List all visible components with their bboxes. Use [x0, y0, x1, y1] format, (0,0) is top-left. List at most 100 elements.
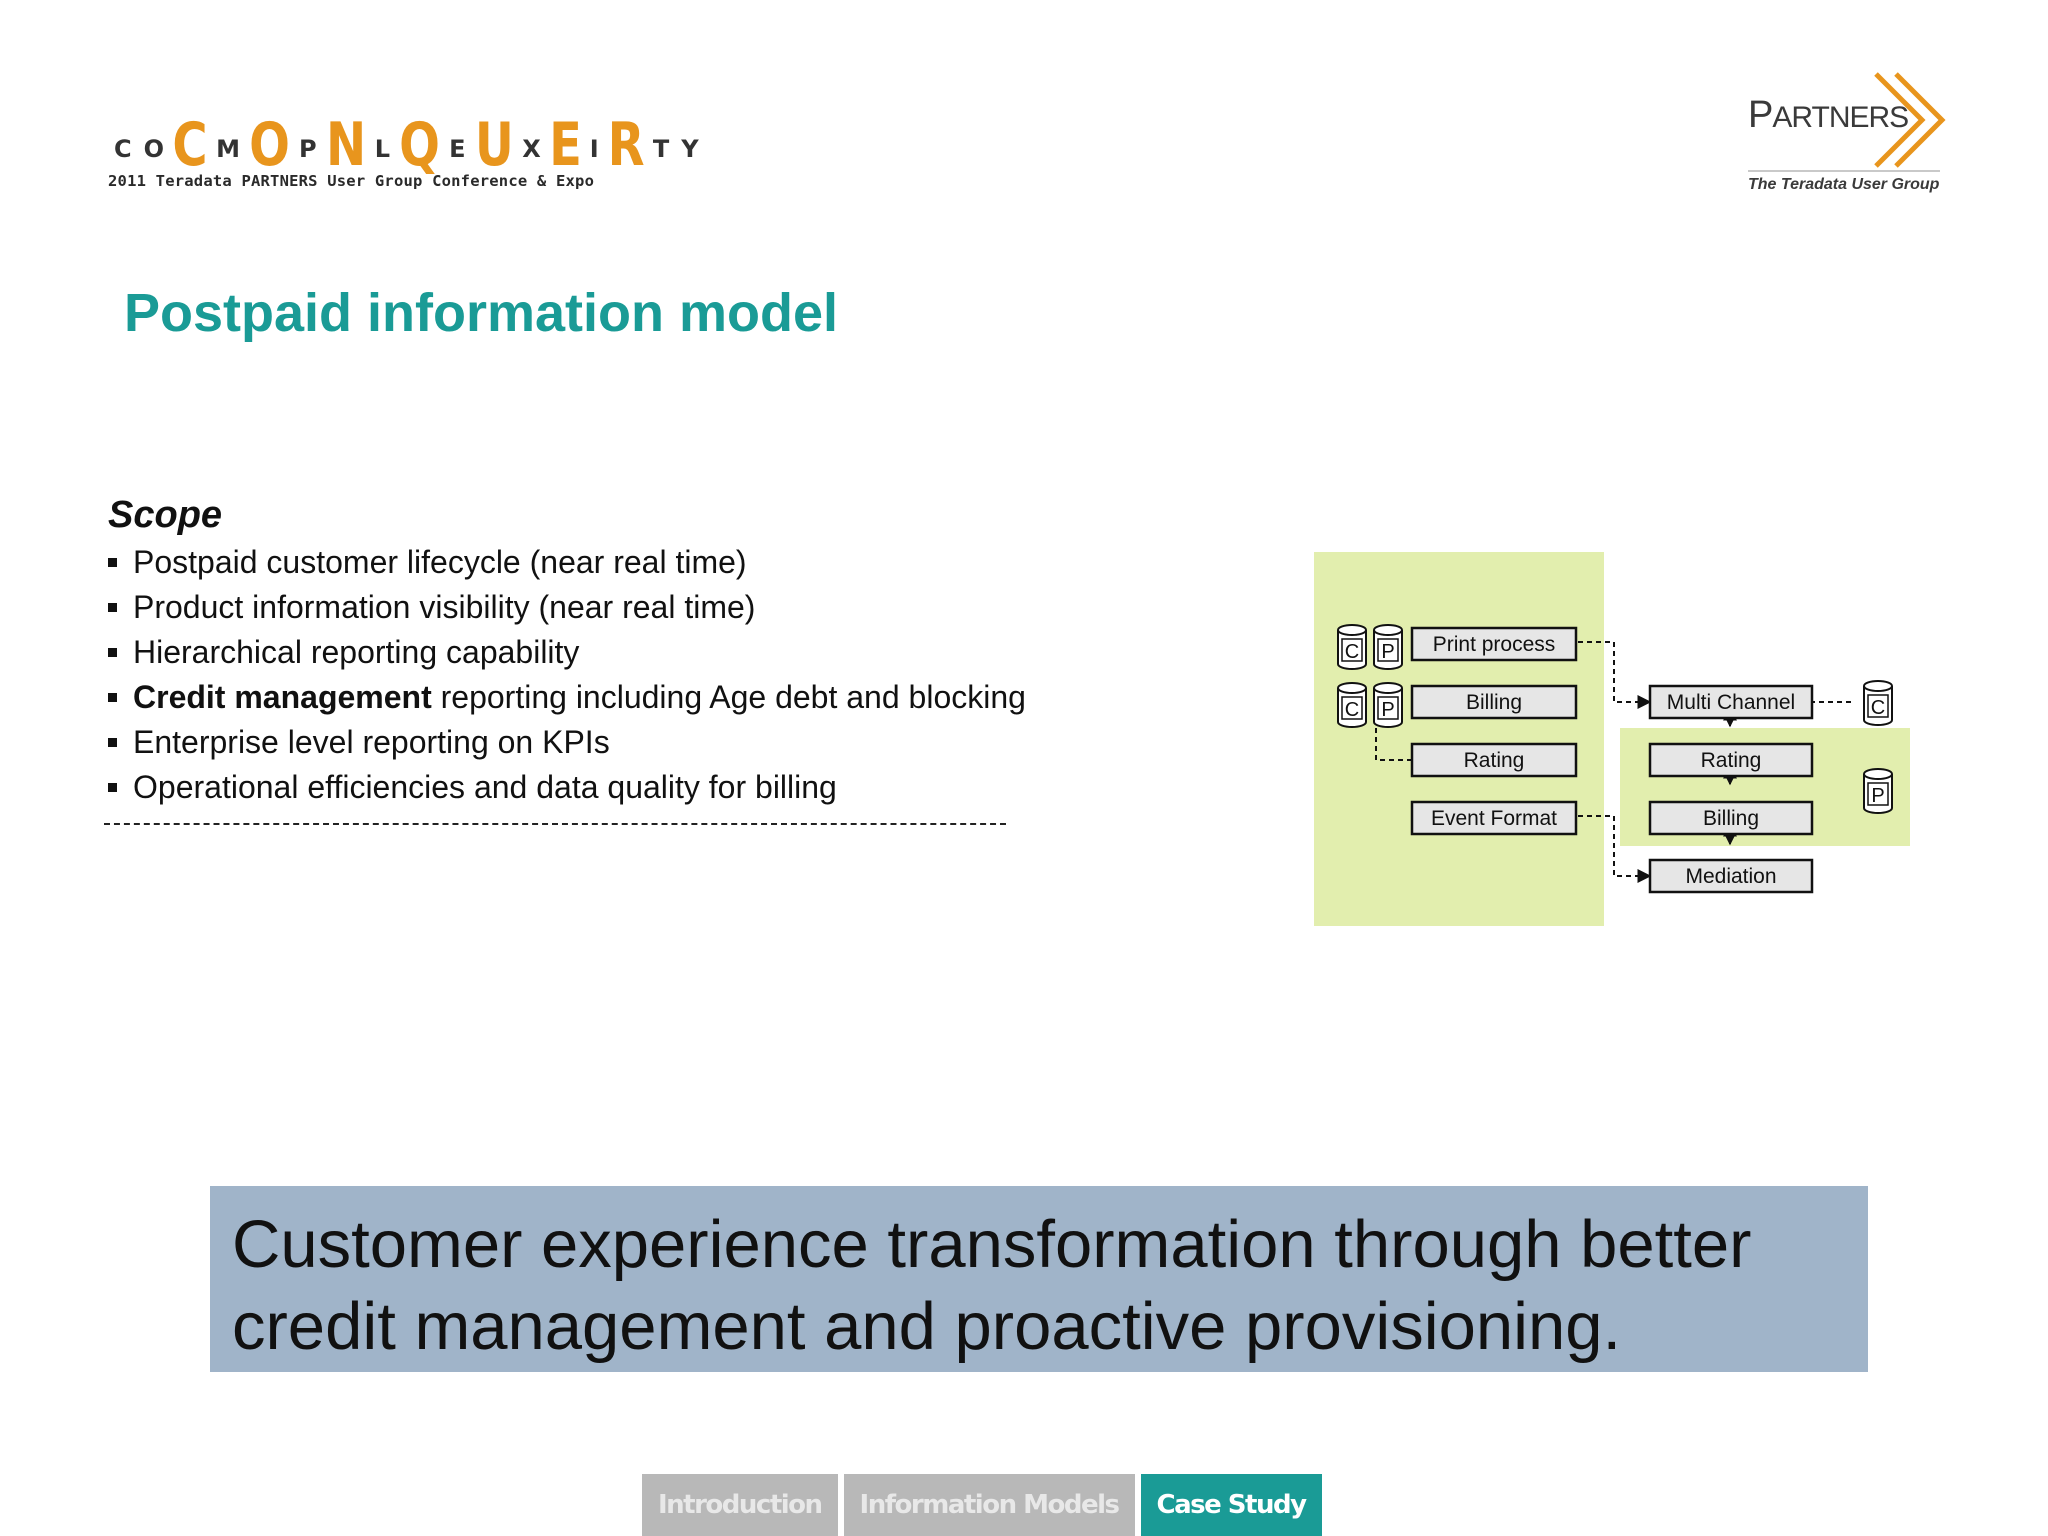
database-label: C: [1345, 699, 1359, 721]
database-top: [1373, 682, 1403, 694]
bullet-icon: [108, 783, 117, 792]
bullet-icon: [108, 738, 117, 747]
logo-letter: M: [216, 135, 240, 163]
scope-item-rest: Hierarchical reporting capability: [133, 634, 580, 670]
left-box-label: Rating: [1464, 749, 1525, 772]
left-box-label: Billing: [1466, 691, 1522, 714]
database-label: P: [1381, 699, 1394, 721]
logo-letter: R: [607, 110, 645, 180]
banner-line-2: credit management and proactive provisio…: [232, 1289, 1622, 1364]
logo-letter: X: [522, 135, 541, 163]
database-label-box: [1341, 696, 1363, 720]
left-panel: [1314, 552, 1604, 926]
partners-logo-divider: [1748, 170, 1940, 172]
scope-item-rest: Enterprise level reporting on KPIs: [133, 724, 610, 760]
conference-logo-subtitle: 2011 Teradata PARTNERS User Group Confer…: [108, 172, 595, 190]
database-icon: P: [1373, 682, 1403, 728]
logo-letter: E: [548, 110, 582, 180]
left-box: Event Format: [1410, 800, 1578, 836]
scope-item-rest: reporting including Age debt and blockin…: [431, 679, 1026, 715]
database-label: C: [1871, 697, 1885, 719]
database-label-box: [1867, 782, 1889, 806]
left-box: Billing: [1410, 684, 1578, 720]
right-box: Rating: [1648, 742, 1814, 778]
nav-tab-introduction[interactable]: Introduction: [642, 1474, 838, 1536]
bullet-icon: [108, 603, 117, 612]
dashed-db-to-rating: [1375, 728, 1412, 761]
summary-banner: Customer experience transformation throu…: [210, 1186, 1868, 1372]
right-box-rect: [1648, 858, 1814, 894]
bullet-icon: [108, 558, 117, 567]
logo-letter: Q: [399, 110, 441, 180]
bullet-icon: [108, 648, 117, 657]
right-box-rect: [1648, 684, 1814, 720]
scope-item: Operational efficiencies and data qualit…: [108, 765, 1026, 810]
scope-item: Enterprise level reporting on KPIs: [108, 720, 1026, 765]
database-label-box: [1867, 694, 1889, 718]
left-box: Print process: [1410, 626, 1578, 662]
database-label: C: [1345, 641, 1359, 663]
left-box: Rating: [1410, 742, 1578, 778]
scope-item-bold: Credit management: [133, 679, 432, 715]
partners-logo-first-letter: P: [1748, 94, 1773, 136]
nav-tab-information-models[interactable]: Information Models: [843, 1474, 1135, 1536]
right-box: Mediation: [1648, 858, 1814, 894]
database-label-box: [1377, 638, 1399, 662]
logo-letter: Y: [681, 135, 699, 163]
scope-item-rest: Operational efficiencies and data qualit…: [133, 769, 837, 805]
right-box: Multi Channel: [1648, 684, 1814, 720]
logo-letter: U: [474, 110, 514, 180]
logo-letter: N: [325, 110, 366, 180]
partners-chevron-icon: [1874, 72, 1946, 168]
scope-item: Postpaid customer lifecycle (near real t…: [108, 540, 1026, 585]
scope-item-rest: Product information visibility (near rea…: [133, 589, 756, 625]
database-icon: P: [1373, 624, 1403, 670]
logo-letter: O: [249, 110, 290, 180]
dashed-print-to-multichannel: [1578, 641, 1652, 709]
logo-letter: O: [143, 135, 165, 163]
database-top: [1337, 624, 1367, 636]
partners-logo-tagline: The Teradata User Group: [1748, 176, 1940, 193]
database-icon: P: [1863, 768, 1893, 814]
database-label-box: [1341, 638, 1363, 662]
right-box-rect: [1648, 742, 1814, 778]
dashed-divider: [104, 823, 1006, 825]
scope-item-text: Enterprise level reporting on KPIs: [133, 720, 610, 765]
left-box-rect: [1410, 684, 1578, 720]
logo-letter: C: [172, 110, 208, 180]
database-icon: C: [1337, 624, 1367, 670]
database-top: [1373, 624, 1403, 636]
page-title: Postpaid information model: [124, 283, 839, 343]
right-box-label: Rating: [1701, 749, 1762, 772]
left-box-rect: [1410, 800, 1578, 836]
right-box-label: Multi Channel: [1667, 691, 1795, 714]
database-top: [1863, 768, 1893, 780]
left-box-label: Event Format: [1431, 807, 1557, 830]
database-top: [1337, 682, 1367, 694]
scope-item: Product information visibility (near rea…: [108, 585, 1026, 630]
left-box-label: Print process: [1433, 633, 1556, 656]
scope-item-text: Product information visibility (near rea…: [133, 585, 755, 630]
scope-item-text: Credit management reporting including Ag…: [133, 675, 1026, 720]
database-label: P: [1871, 785, 1884, 807]
scope-item-rest: Postpaid customer lifecycle (near real t…: [133, 544, 747, 580]
database-icon: C: [1337, 682, 1367, 728]
scope-heading: Scope: [108, 494, 223, 536]
partners-logo-wordmark: PARTNERS: [1748, 94, 1909, 137]
scope-item-text: Operational efficiencies and data qualit…: [133, 765, 837, 810]
left-box-rect: [1410, 626, 1578, 662]
database-top: [1863, 680, 1893, 692]
database-icon: C: [1863, 680, 1893, 726]
right-box: Billing: [1648, 800, 1814, 836]
right-box-label: Mediation: [1685, 865, 1776, 888]
nav-tab-case-study[interactable]: Case Study: [1140, 1474, 1322, 1536]
partners-logo-rest: ARTNERS: [1772, 101, 1909, 134]
bullet-icon: [108, 693, 117, 702]
logo-letter: L: [374, 135, 391, 163]
right-box-rect: [1648, 800, 1814, 836]
logo-letter: T: [652, 135, 670, 163]
scope-item-text: Hierarchical reporting capability: [133, 630, 579, 675]
